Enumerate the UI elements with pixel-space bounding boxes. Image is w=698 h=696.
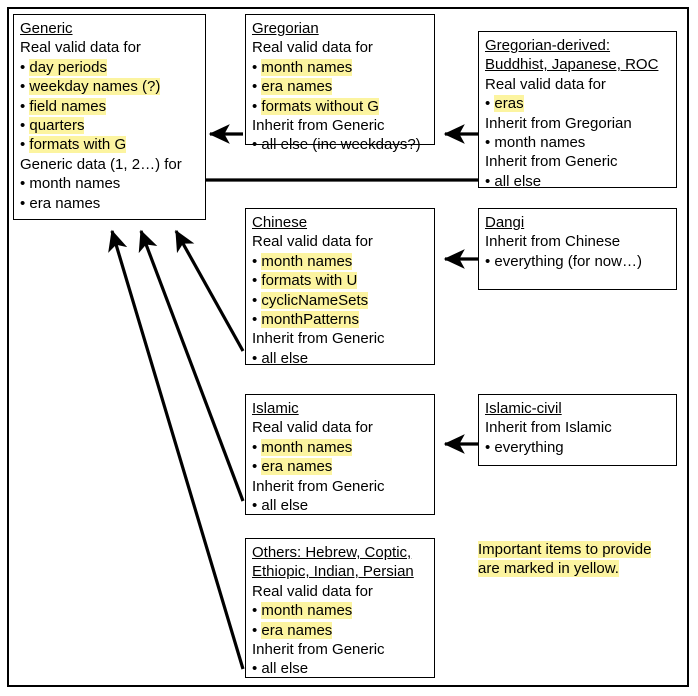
node-generic-line-1: Real valid data for bbox=[20, 39, 141, 57]
node-gregorian-derived-line-3: • eras bbox=[485, 95, 524, 113]
legend-note: Important items to provide are marked in… bbox=[478, 540, 678, 579]
node-gregorian[interactable]: Gregorian Real valid data for • month na… bbox=[245, 14, 435, 153]
node-chinese-line-5: • monthPatterns bbox=[252, 311, 359, 329]
node-gregorian-derived-title-2: Buddhist, Japanese, ROC bbox=[485, 56, 659, 74]
node-chinese-line-6: Inherit from Generic bbox=[252, 330, 385, 348]
node-dangi[interactable]: Dangi Inherit from Chinese • everything … bbox=[478, 208, 677, 290]
node-islamic-title: Islamic bbox=[252, 400, 299, 417]
node-chinese-line-4: • cyclicNameSets bbox=[252, 291, 369, 309]
node-dangi-line-1: Inherit from Chinese bbox=[485, 233, 621, 251]
node-gregorian-line-5: Inherit from Generic bbox=[252, 117, 385, 135]
node-others[interactable]: Others: Hebrew, Coptic, Ethiopic, Indian… bbox=[245, 538, 435, 678]
node-generic-line-8: • month names bbox=[20, 175, 121, 193]
node-islamic-civil-title: Islamic-civil bbox=[485, 400, 562, 417]
node-gregorian-line-6: • all else (inc weekdays?) bbox=[252, 136, 421, 154]
node-generic-line-4: • field names bbox=[20, 97, 107, 115]
node-generic[interactable]: Generic Real valid data for • day period… bbox=[13, 14, 206, 220]
node-islamic-civil[interactable]: Islamic-civil Inherit from Islamic • eve… bbox=[478, 394, 677, 466]
node-gregorian-derived-line-7: • all else bbox=[485, 172, 542, 190]
node-generic-line-7: Generic data (1, 2…) for bbox=[20, 155, 182, 173]
node-gregorian-derived[interactable]: Gregorian-derived: Buddhist, Japanese, R… bbox=[478, 31, 677, 190]
node-gregorian-derived-line-5: • month names bbox=[485, 134, 586, 152]
node-others-line-2: Real valid data for bbox=[252, 582, 373, 600]
node-islamic-line-3: • era names bbox=[252, 458, 333, 476]
node-gregorian-derived-line-6: Inherit from Generic bbox=[485, 153, 618, 171]
node-gregorian-line-3: • era names bbox=[252, 78, 333, 96]
node-islamic-line-4: Inherit from Generic bbox=[252, 477, 385, 495]
node-gregorian-derived-line-2: Real valid data for bbox=[485, 75, 606, 93]
node-gregorian-derived-title-1: Gregorian-derived: bbox=[485, 37, 611, 54]
node-chinese-title: Chinese bbox=[252, 214, 308, 231]
node-generic-title: Generic bbox=[20, 20, 73, 37]
node-others-title-1: Others: Hebrew, Coptic, bbox=[252, 544, 412, 561]
node-chinese-line-7: • all else bbox=[252, 349, 309, 367]
node-generic-line-6: • formats with G bbox=[20, 136, 127, 154]
node-gregorian-title: Gregorian bbox=[252, 20, 319, 37]
node-islamic-line-2: • month names bbox=[252, 438, 353, 456]
node-dangi-line-2: • everything (for now…) bbox=[485, 252, 642, 270]
legend-note-line-2: are marked in yellow. bbox=[478, 560, 619, 578]
node-others-line-4: • era names bbox=[252, 621, 333, 639]
node-chinese-line-1: Real valid data for bbox=[252, 233, 373, 251]
node-generic-line-9: • era names bbox=[20, 194, 101, 212]
node-islamic[interactable]: Islamic Real valid data for • month name… bbox=[245, 394, 435, 515]
node-chinese[interactable]: Chinese Real valid data for • month name… bbox=[245, 208, 435, 367]
diagram-outer-frame bbox=[7, 7, 689, 687]
node-islamic-line-5: • all else bbox=[252, 497, 309, 515]
node-islamic-line-1: Real valid data for bbox=[252, 419, 373, 437]
node-chinese-line-3: • formats with U bbox=[252, 272, 358, 290]
node-others-line-5: Inherit from Generic bbox=[252, 641, 385, 659]
node-generic-line-2: • day periods bbox=[20, 58, 107, 76]
node-chinese-line-2: • month names bbox=[252, 252, 353, 270]
node-gregorian-line-4: • formats without G bbox=[252, 97, 379, 115]
legend-note-line-1: Important items to provide bbox=[478, 541, 652, 558]
node-others-line-3: • month names bbox=[252, 602, 353, 620]
node-generic-line-5: • quarters bbox=[20, 117, 85, 135]
node-gregorian-derived-line-4: Inherit from Gregorian bbox=[485, 114, 632, 132]
node-islamic-civil-line-1: Inherit from Islamic bbox=[485, 419, 612, 437]
node-others-line-6: • all else bbox=[252, 660, 309, 678]
node-others-title-2: Ethiopic, Indian, Persian bbox=[252, 563, 414, 581]
node-dangi-title: Dangi bbox=[485, 214, 525, 231]
node-generic-line-3: • weekday names (?) bbox=[20, 78, 161, 96]
node-gregorian-line-2: • month names bbox=[252, 58, 353, 76]
node-gregorian-line-1: Real valid data for bbox=[252, 39, 373, 57]
node-islamic-civil-line-2: • everything bbox=[485, 438, 564, 456]
